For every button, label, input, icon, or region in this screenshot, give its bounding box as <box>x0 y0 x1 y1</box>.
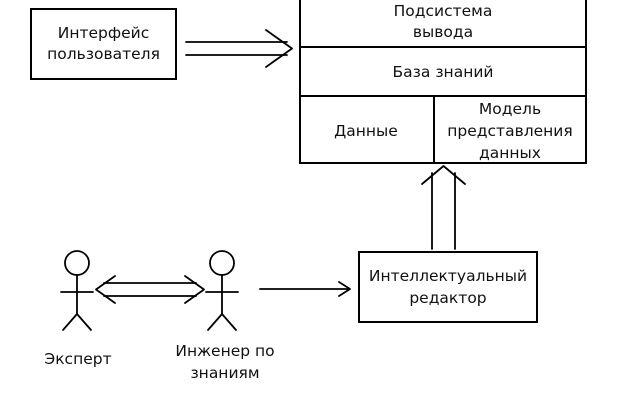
engineer-person-icon <box>205 250 239 331</box>
user-interface-label-line-1: Интерфейс <box>58 24 150 42</box>
user-interface-label-line-2: пользователя <box>47 45 160 63</box>
main-system-block: Подсистема вывода База знаний Данные Мод… <box>299 0 587 164</box>
output-subsystem-label-line-1: Подсистема <box>394 2 493 20</box>
intelligent-editor-label-line-1: Интеллектуальный <box>369 267 527 285</box>
model-cell-label-line-1: Модель <box>479 100 541 118</box>
engineer-label-line-1: Инженер по <box>175 342 274 360</box>
expert-engineer-double-arrow <box>95 275 205 304</box>
data-cell-label: Данные <box>334 122 398 140</box>
output-subsystem-label-line-2: вывода <box>413 23 473 41</box>
knowledge-base-label: База знаний <box>393 63 494 81</box>
expert-label: Эксперт <box>44 350 111 368</box>
model-cell-label-line-2: представления <box>447 122 572 140</box>
intelligent-editor-label-line-2: редактор <box>409 289 486 307</box>
engineer-to-editor-arrow <box>259 281 351 297</box>
intelligent-editor-box: Интеллектуальный редактор <box>358 251 538 323</box>
ui-to-output-double-arrow <box>185 29 293 68</box>
expert-person-icon <box>60 250 94 331</box>
editor-to-model-double-arrow <box>421 165 466 250</box>
engineer-label-line-2: знаниям <box>190 364 259 382</box>
model-cell-label-line-3: данных <box>479 144 541 162</box>
user-interface-box: Интерфейс пользователя <box>30 8 177 80</box>
